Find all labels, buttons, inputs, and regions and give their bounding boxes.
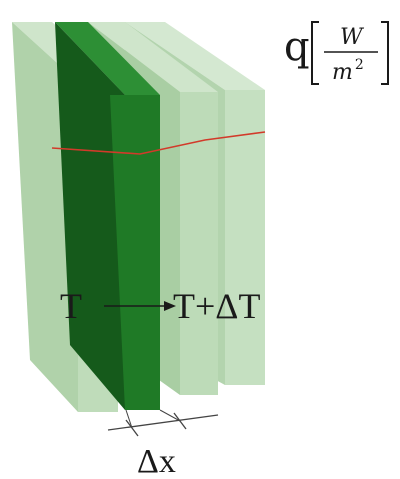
unit-bracket-right xyxy=(381,21,389,85)
slab-back-right-top xyxy=(125,22,265,90)
unit-bracket-left xyxy=(311,21,319,85)
slab-highlighted-front xyxy=(110,95,160,410)
slab-middle-right-top xyxy=(88,22,218,92)
slab-highlighted-top xyxy=(55,22,160,95)
extension-line-right xyxy=(159,409,181,422)
heat-flow-arrowhead xyxy=(164,301,176,311)
temperature-right-label: T+ΔT xyxy=(173,286,260,326)
unit-denominator-base: m xyxy=(332,60,353,85)
temperature-left-label: T xyxy=(60,286,82,326)
unit-denominator-exponent: 2 xyxy=(355,57,364,73)
extension-line-left xyxy=(125,409,133,429)
slab-highlighted xyxy=(55,22,160,410)
thickness-dimension: Δx xyxy=(107,409,219,479)
slab-middle-right-front xyxy=(180,92,218,395)
cross-section-line xyxy=(51,131,266,155)
thickness-label: Δx xyxy=(137,443,176,479)
unit-numerator: W xyxy=(340,25,365,50)
dimension-line xyxy=(107,414,219,431)
flux-symbol: q xyxy=(284,24,310,70)
slab-back-right-front xyxy=(225,90,265,385)
slab-highlighted-side xyxy=(55,22,125,410)
